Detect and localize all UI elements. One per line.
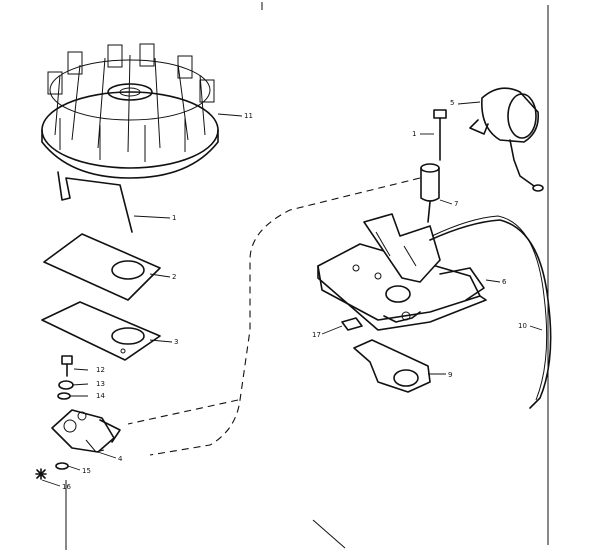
spring-clip [35,468,47,480]
callout-9: 9 [448,371,452,379]
bottom-mark-line [312,519,346,549]
mounting-bracket [317,213,487,331]
callout-leaders [41,101,543,487]
callout-10: 10 [518,322,527,330]
wire-clip [57,171,133,233]
gasket [41,301,161,361]
assembly-dashed-line-2 [127,399,239,425]
lock-washer [58,380,74,390]
callout-17: 17 [312,331,321,339]
callout-4: 4 [118,455,123,463]
breaker-assembly [51,409,121,453]
ignition-coil [469,87,544,192]
callout-6: 6 [502,278,507,286]
callout-12: 12 [96,366,105,374]
callout-16: 16 [62,483,71,491]
callout-13: 13 [96,380,105,388]
callout-3: 3 [174,338,178,346]
spacer [420,163,440,223]
mounting-bolt [433,109,447,161]
screw [61,355,73,377]
lead-wire [429,219,552,409]
callout-1-left: 1 [172,214,176,222]
callout-5: 5 [450,99,454,107]
callout-15: 15 [82,467,91,475]
flywheel [41,43,219,179]
nut [57,392,71,400]
washer [55,462,69,470]
callout-2: 2 [172,273,176,281]
lead-wire-inner [431,215,548,401]
callout-11: 11 [244,112,253,120]
callout-14: 14 [96,392,105,400]
callout-1-right: 1 [412,130,416,138]
callout-7: 7 [454,200,458,208]
cover-plate [43,233,161,301]
clip [341,317,363,331]
stop-plate [353,339,431,393]
